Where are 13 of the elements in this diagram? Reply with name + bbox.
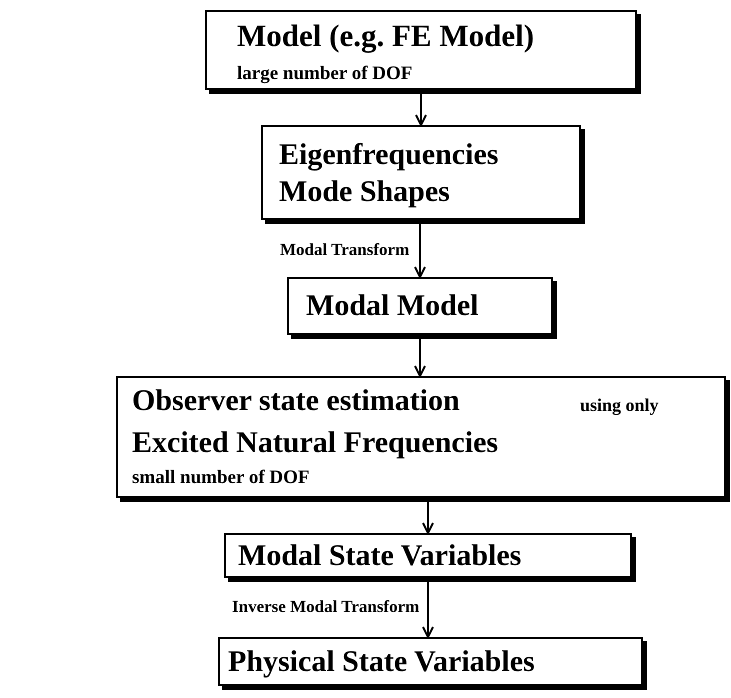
- box-text: small number of DOF: [132, 468, 310, 487]
- box-text: Modal Model: [306, 291, 478, 321]
- box-text: using only: [580, 396, 659, 414]
- box-text: Eigenfrequencies: [279, 140, 498, 170]
- box-text: Physical State Variables: [228, 647, 535, 677]
- edge-label: Modal Transform: [280, 241, 410, 258]
- box-text: Modal State Variables: [238, 541, 522, 571]
- box-text: Observer state estimation: [132, 386, 460, 416]
- box-text: large number of DOF: [237, 64, 412, 83]
- box-text: Mode Shapes: [279, 177, 450, 207]
- box-text: Model (e.g. FE Model): [237, 20, 534, 51]
- box-text: Excited Natural Frequencies: [132, 428, 498, 458]
- edge-label: Inverse Modal Transform: [232, 598, 420, 615]
